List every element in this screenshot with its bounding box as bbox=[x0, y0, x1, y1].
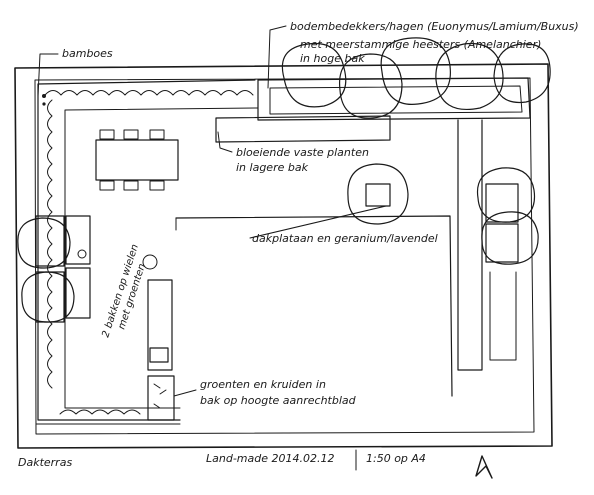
chair-icon bbox=[99, 180, 115, 191]
open-deck-area bbox=[175, 215, 453, 397]
tree-canopy-icon bbox=[17, 217, 71, 269]
tree-canopy-icon bbox=[281, 42, 347, 108]
chair-icon bbox=[123, 129, 139, 140]
dining-table bbox=[95, 129, 179, 191]
tree-canopy-icon bbox=[493, 43, 551, 104]
tree-canopy-icon bbox=[380, 37, 451, 105]
mobile-planters bbox=[17, 215, 158, 323]
ground-cover-label-2: met meerstammige heesters (Amelanchier) bbox=[300, 38, 541, 51]
high-planter-top bbox=[215, 77, 531, 143]
tree-canopy-icon bbox=[476, 167, 536, 223]
chair-icon bbox=[149, 129, 165, 140]
herbs-label-1: groenten en kruiden in bbox=[200, 378, 326, 391]
herbs-label-2: bak op hoogte aanrechtblad bbox=[200, 394, 357, 407]
tree-canopy-icon bbox=[347, 163, 409, 225]
north-arrow-icon bbox=[475, 455, 493, 479]
geranium-pot bbox=[347, 163, 409, 225]
tree-canopy-icon bbox=[435, 42, 504, 110]
plan-scale: 1:50 op A4 bbox=[366, 452, 426, 465]
plan-credit: Land-made 2014.02.12 bbox=[206, 452, 334, 465]
chair-icon bbox=[149, 180, 165, 191]
tree-canopy-icon bbox=[338, 53, 403, 119]
tree-canopy-icon bbox=[481, 211, 539, 265]
flowering-label-2: in lagere bak bbox=[236, 161, 309, 174]
chair-icon bbox=[123, 180, 139, 191]
roof-tiles-label: dakplataan en geranium/lavendel bbox=[252, 232, 438, 245]
flowering-label-1: bloeiende vaste planten bbox=[236, 146, 369, 159]
herb-planter bbox=[147, 279, 175, 421]
plan-title: Dakterras bbox=[18, 456, 72, 469]
bamboo-planter bbox=[37, 79, 259, 421]
ground-cover-label-1: bodembedekkers/hagen (Euonymus/Lamium/Bu… bbox=[290, 20, 579, 33]
right-planters bbox=[457, 119, 539, 371]
chair-icon bbox=[99, 129, 115, 140]
shrub-canopies-top bbox=[281, 37, 551, 119]
table-icon bbox=[95, 139, 179, 181]
ground-cover-label-3: in hoge bak bbox=[300, 52, 365, 65]
bamboo-label: bamboes bbox=[62, 47, 113, 60]
tree-canopy-icon bbox=[21, 271, 75, 323]
